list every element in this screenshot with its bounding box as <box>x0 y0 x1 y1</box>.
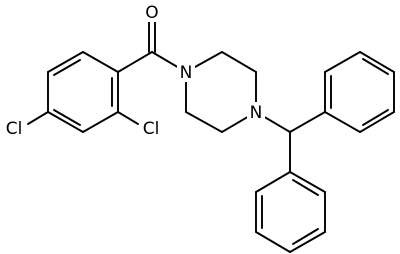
aromatic-bond <box>53 109 81 126</box>
bond <box>255 171 291 193</box>
phenyl-ring-lower <box>255 171 326 253</box>
carbonyl-group <box>117 21 187 73</box>
atom-label-chlorine-para: Cl <box>2 118 26 139</box>
aromatic-bond <box>292 228 319 245</box>
bond <box>47 111 84 133</box>
bond <box>359 111 395 133</box>
atom-label-nitrogen-benzhydryl: N <box>247 102 265 123</box>
label-background <box>144 2 160 22</box>
aromatic-bond <box>362 109 389 126</box>
label-background <box>2 118 26 138</box>
bond <box>82 51 119 73</box>
chlorine-ortho-label: Cl <box>143 119 160 139</box>
bond <box>289 171 326 193</box>
piperazine-ring <box>185 51 257 133</box>
atom-label-nitrogen-amide: N <box>177 62 195 83</box>
atom-label-chlorine-ortho: Cl <box>139 118 163 139</box>
bond <box>359 51 395 73</box>
chlorine-para-label: Cl <box>6 119 23 139</box>
label-background <box>247 102 265 122</box>
bond <box>117 111 139 125</box>
bond <box>185 111 223 133</box>
label-background <box>177 62 195 82</box>
label-background <box>139 118 163 138</box>
bond <box>255 231 291 253</box>
phenyl-ring-upper <box>324 51 395 133</box>
bond <box>289 111 326 133</box>
aromatic-bond <box>292 179 319 196</box>
nitrogen-amide-label: N <box>180 63 193 83</box>
aromatic-bond <box>53 59 81 76</box>
bond <box>82 111 119 133</box>
bond <box>47 51 84 73</box>
atom-label-oxygen: O <box>144 2 160 23</box>
bond <box>27 111 49 125</box>
bond <box>324 111 361 133</box>
bond <box>289 231 326 253</box>
bond <box>117 51 153 73</box>
bond <box>324 51 361 73</box>
nitrogen-benzhydryl-label: N <box>250 103 263 123</box>
aromatic-bond <box>362 58 389 75</box>
dichlorophenyl-ring <box>47 51 119 133</box>
benzhydryl-bonds <box>255 111 326 173</box>
oxygen-label: O <box>145 3 158 23</box>
chlorine-bonds <box>27 111 139 125</box>
bond <box>221 51 257 73</box>
